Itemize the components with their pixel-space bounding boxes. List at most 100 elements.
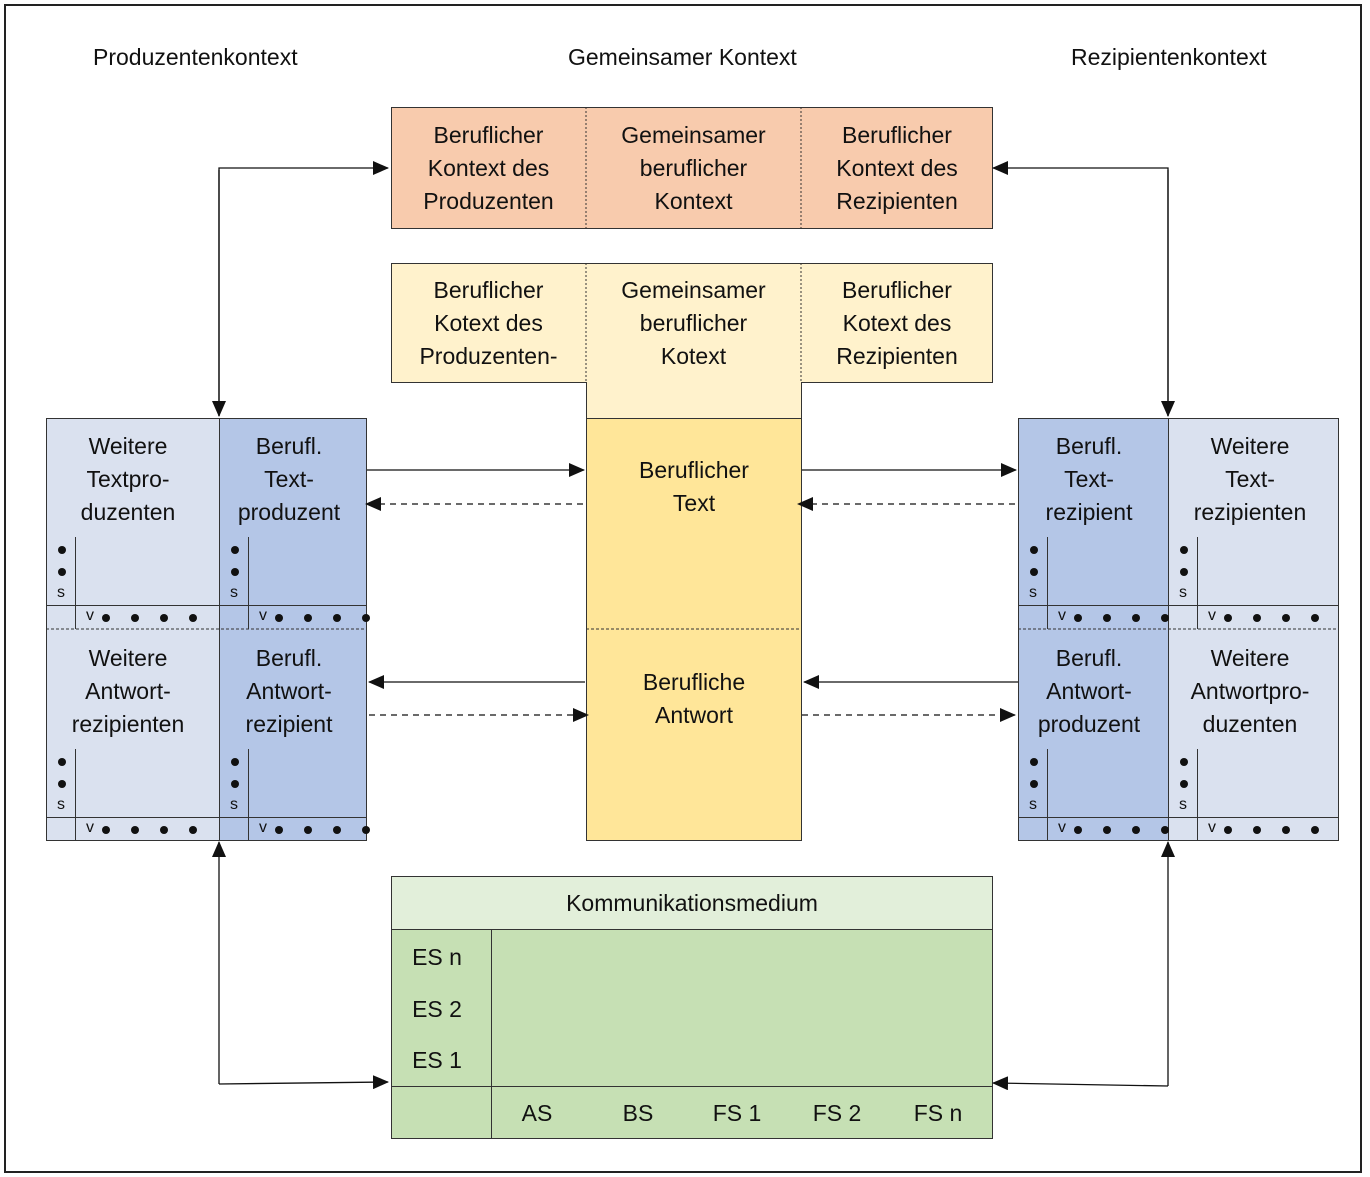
axis-horizontal-line (1168, 605, 1339, 606)
axis-dot (58, 758, 66, 766)
context-row (391, 107, 993, 229)
axis-dot (275, 614, 283, 622)
left-medium-arrow (218, 1075, 389, 1090)
axis-dot (160, 614, 168, 622)
further-answer-recipients: Weitere Antwort- rezipienten (71, 645, 185, 737)
axis-dot (1224, 826, 1232, 834)
axis-dot (1030, 758, 1038, 766)
axis-s-label: s (230, 584, 238, 601)
axis-vertical-line (1047, 537, 1048, 629)
right-context-arrow (992, 161, 1169, 416)
professional-text-label: Beruflicher Text (639, 457, 749, 516)
axis-s-label: s (230, 796, 238, 813)
recipient-context-header: Rezipientenkontext (1071, 44, 1267, 70)
medium-col-label: FS 2 (812, 1100, 862, 1126)
producer-context-header: Produzentenkontext (93, 44, 298, 70)
axis-v-label: v (259, 819, 267, 836)
axis-horizontal-line (219, 817, 367, 818)
axis-dot (1161, 826, 1169, 834)
axis-v-label: v (259, 607, 267, 624)
axis-dot (1180, 758, 1188, 766)
recipient-context-cell: Beruflicher Kontext des Rezipienten (836, 121, 958, 214)
axis-s-label: s (57, 796, 65, 813)
axis-vertical-line (248, 749, 249, 841)
recipient-kotext-cell: Beruflicher Kotext des Rezipienten (836, 276, 958, 369)
axis-horizontal-line (1168, 817, 1339, 818)
figure-frame (4, 4, 1362, 1173)
shared-context-header: Gemeinsamer Kontext (568, 44, 797, 70)
axis-dot (58, 780, 66, 788)
axis-dot (304, 614, 312, 622)
further-text-recipients: Weitere Text- rezipienten (1193, 433, 1307, 525)
further-text-producers: Weitere Textpro- duzenten (80, 433, 176, 525)
axis-horizontal-line (1018, 605, 1168, 606)
axis-s-label: s (1179, 796, 1187, 813)
answer-recipient: Berufl. Antwort- rezipient (245, 645, 333, 737)
axis-vertical-line (75, 537, 76, 629)
axis-dot (58, 546, 66, 554)
axis-dot (1311, 826, 1319, 834)
axis-dot (275, 826, 283, 834)
axis-v-label: v (86, 607, 94, 624)
producer-kotext-cell: Beruflicher Kotext des Produzenten- (419, 276, 558, 369)
axis-v-label: v (1058, 607, 1066, 624)
axis-v-label: v (1058, 819, 1066, 836)
shared-context-cell: Gemeinsamer beruflicher Kontext (621, 121, 766, 214)
axis-dot (1161, 614, 1169, 622)
producer-context-cell: Beruflicher Kontext des Produzenten (423, 121, 554, 214)
axis-horizontal-line (46, 605, 219, 606)
axis-v-label: v (86, 819, 94, 836)
text-recipient: Berufl. Text- rezipient (1045, 433, 1133, 525)
medium-col-label: BS (622, 1100, 654, 1126)
axis-dot (1030, 546, 1038, 554)
medium-col-label: AS (521, 1100, 553, 1126)
axis-dot (1253, 826, 1261, 834)
medium-col-divider (391, 1086, 993, 1087)
axis-dot (1132, 614, 1140, 622)
axis-dot (102, 826, 110, 834)
axis-s-label: s (1029, 584, 1037, 601)
axis-horizontal-line (219, 605, 367, 606)
medium-row-label: ES 2 (412, 996, 462, 1022)
axis-dot (131, 826, 139, 834)
kotext-extension (586, 382, 802, 420)
axis-dot (189, 826, 197, 834)
axis-dot (1132, 826, 1140, 834)
axis-dot (1074, 826, 1082, 834)
axis-horizontal-line (46, 817, 219, 818)
axis-dot (231, 780, 239, 788)
axis-dot (231, 546, 239, 554)
shared-kotext-cell: Gemeinsamer beruflicher Kotext (621, 276, 766, 369)
left-context-arrow (218, 161, 389, 416)
axis-dot (1180, 546, 1188, 554)
medium-col-label: FS n (913, 1100, 963, 1126)
axis-dot (189, 614, 197, 622)
axis-vertical-line (1197, 749, 1198, 841)
axis-dot (1180, 780, 1188, 788)
answer-producer: Berufl. Antwort- produzent (1037, 645, 1141, 737)
axis-dot (333, 614, 341, 622)
axis-dot (1030, 780, 1038, 788)
further-answer-producers: Weitere Antwortpro- duzenten (1190, 645, 1310, 737)
axis-vertical-line (75, 749, 76, 841)
axis-dot (362, 614, 370, 622)
axis-dot (1253, 614, 1261, 622)
axis-dot (1103, 826, 1111, 834)
axis-dot (1103, 614, 1111, 622)
axis-dot (1030, 568, 1038, 576)
axis-dot (231, 758, 239, 766)
axis-dot (1180, 568, 1188, 576)
axis-v-label: v (1208, 607, 1216, 624)
axis-s-label: s (57, 584, 65, 601)
axis-vertical-line (248, 537, 249, 629)
axis-dot (160, 826, 168, 834)
axis-dot (131, 614, 139, 622)
axis-s-label: s (1029, 796, 1037, 813)
axis-dot (231, 568, 239, 576)
medium-row-label: ES n (412, 944, 462, 970)
axis-dot (58, 568, 66, 576)
axis-dot (304, 826, 312, 834)
axis-dot (1282, 614, 1290, 622)
axis-vertical-line (1047, 749, 1048, 841)
